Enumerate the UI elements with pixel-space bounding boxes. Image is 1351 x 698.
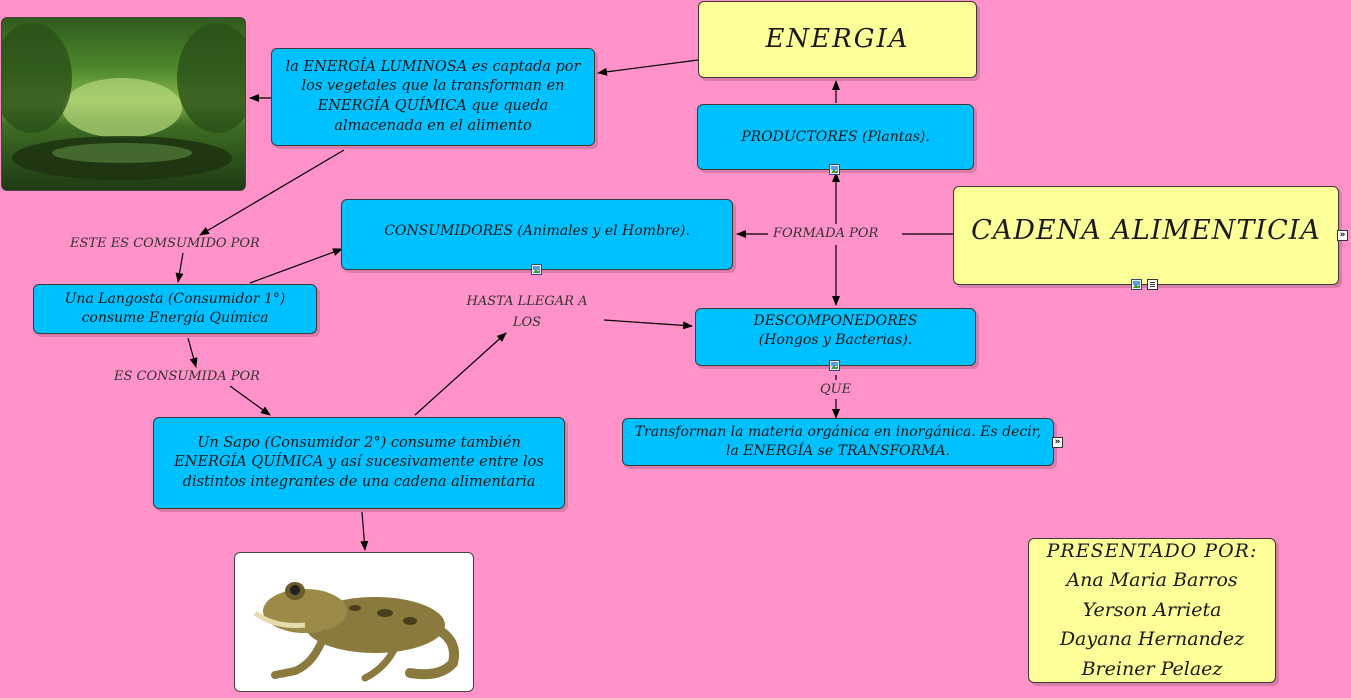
line-langosta-es-consumida: [187, 337, 198, 368]
node-cadena-alimenticia[interactable]: CADENA ALIMENTICIA: [953, 186, 1339, 285]
node-transforman[interactable]: Transforman la materia orgánica en inorg…: [622, 418, 1054, 466]
presentado-title: PRESENTADO POR:: [1046, 539, 1258, 562]
node-cadena-alimenticia-text: CADENA ALIMENTICIA: [971, 215, 1321, 246]
node-productores[interactable]: PRODUCTORES (Plantas).: [697, 104, 974, 170]
line-energia-luminosa: [597, 59, 699, 76]
author-name: Ana Maria Barros: [1066, 569, 1238, 592]
forest-image: [1, 17, 246, 191]
line-este-langosta: [175, 252, 184, 283]
line-hasta-descomponedores: [603, 319, 693, 330]
node-productores-text: PRODUCTORES (Plantas).: [741, 128, 930, 145]
author-name: Dayana Hernandez: [1059, 628, 1245, 651]
node-descomponedores[interactable]: DESCOMPONEDORES (Hongos y Bacterias).: [695, 308, 976, 366]
link-label-hasta-llegar: HASTA LLEGAR A LOS: [466, 294, 588, 330]
node-energia-luminosa[interactable]: la ENERGÍA LUMINOSA es captada por los v…: [271, 48, 595, 146]
line-es-consumida-sapo: [229, 385, 271, 416]
image-icon[interactable]: [1131, 279, 1142, 290]
node-energia[interactable]: ENERGIA: [698, 1, 977, 78]
frog-image: [234, 552, 474, 692]
node-sapo-text: Un Sapo (Consumidor 2°) consume también …: [174, 434, 544, 490]
line-sapo-hasta: [414, 332, 507, 416]
link-label-es-consumida-por: ES CONSUMIDA POR: [114, 369, 260, 384]
node-langosta-text: Una Langosta (Consumidor 1°) consume Ene…: [64, 291, 286, 326]
author-name: Breiner Pelaez: [1081, 657, 1223, 680]
expand-icon[interactable]: »: [1052, 437, 1063, 448]
node-sapo[interactable]: Un Sapo (Consumidor 2°) consume también …: [153, 417, 565, 509]
note-icon[interactable]: [1147, 279, 1158, 290]
node-energia-text: ENERGIA: [765, 23, 910, 54]
frog-illustration: [253, 582, 459, 682]
node-presentado-por[interactable]: PRESENTADO POR: Ana Maria Barros Yerson …: [1028, 538, 1276, 683]
link-label-formada-por: FORMADA POR: [771, 224, 881, 245]
image-icon[interactable]: [829, 360, 840, 371]
node-energia-luminosa-text: la ENERGÍA LUMINOSA es captada por los v…: [285, 58, 581, 134]
node-consumidores-text: CONSUMIDORES (Animales y el Hombre).: [384, 223, 690, 239]
link-label-que: QUE: [820, 382, 852, 397]
node-transforman-text: Transforman la materia orgánica en inorg…: [634, 424, 1042, 459]
author-name: Yerson Arrieta: [1082, 598, 1222, 621]
forest-illustration: [2, 23, 245, 180]
line-sapo-frog: [360, 511, 369, 551]
node-consumidores[interactable]: CONSUMIDORES (Animales y el Hombre).: [341, 199, 733, 270]
line-langosta-consumidores: [249, 248, 343, 284]
node-descomponedores-text: DESCOMPONEDORES (Hongos y Bacterias).: [753, 313, 918, 348]
line-luminosa-este: [199, 149, 345, 236]
node-langosta[interactable]: Una Langosta (Consumidor 1°) consume Ene…: [33, 284, 317, 334]
image-icon[interactable]: [531, 264, 542, 275]
expand-icon[interactable]: »: [1337, 230, 1348, 241]
link-label-este-es-consumido: ESTE ES COMSUMIDO POR: [70, 236, 260, 251]
image-icon[interactable]: [829, 164, 840, 175]
